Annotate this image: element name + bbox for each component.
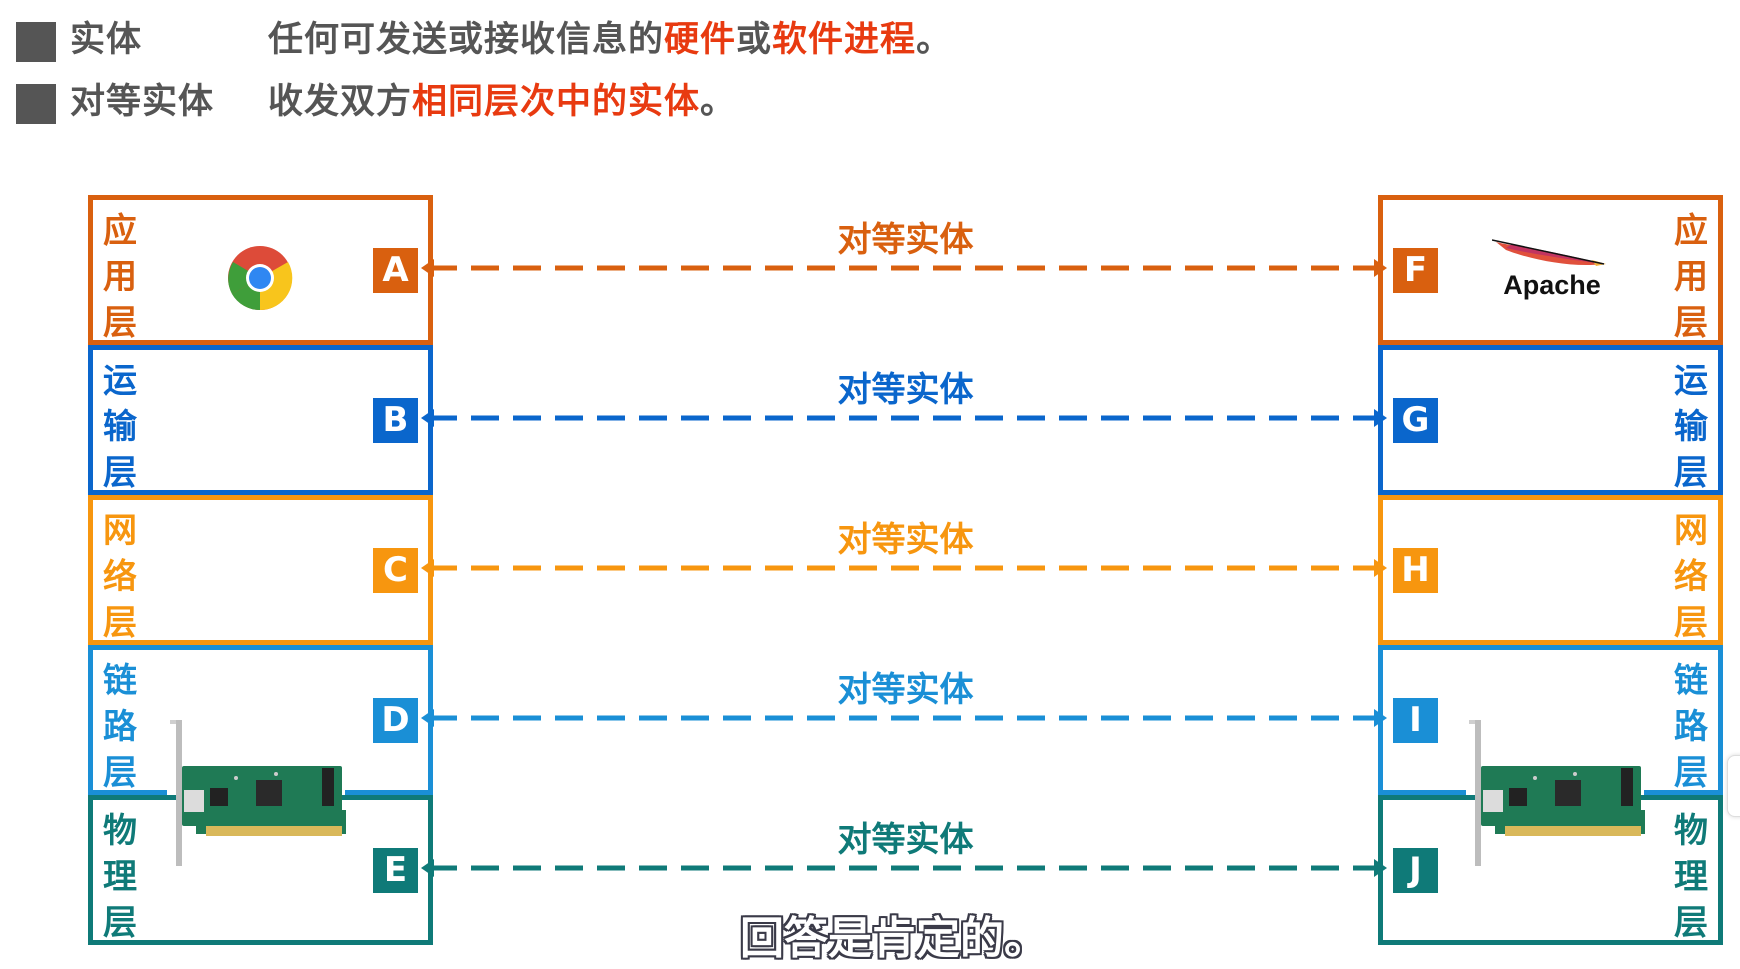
layer-name-char: 层	[1674, 753, 1708, 793]
layer-name: 链路层	[103, 658, 137, 796]
layer-network-right: 网络层 H	[1378, 495, 1723, 645]
definition-text-part: 或	[736, 20, 773, 60]
side-panel-handle[interactable]	[1727, 755, 1740, 817]
layer-name-char: 网	[103, 511, 137, 551]
chrome-browser-icon	[228, 246, 293, 311]
layer-name-char: 层	[1674, 903, 1708, 943]
double-arrow-icon	[421, 259, 1387, 277]
peer-entity-label-transport: 对等实体	[837, 370, 974, 410]
definition-highlight: 软件进程	[772, 20, 917, 60]
layer-name-char: 输	[103, 407, 137, 447]
layer-name-char: 路	[1674, 707, 1708, 747]
video-subtitle: 回答是肯定的。	[740, 913, 1048, 964]
layer-name-char: 用	[103, 257, 137, 297]
entity-badge-a: A	[373, 248, 418, 293]
definition-text: 收发双方相同层次中的实体。	[268, 82, 736, 122]
apache-feather-icon	[1491, 239, 1606, 266]
layer-name-char: 层	[1674, 453, 1708, 493]
layer-transport-right: 运输层 G	[1378, 345, 1723, 495]
entity-badge-b: B	[373, 398, 418, 443]
layer-name-char: 理	[1674, 857, 1708, 897]
layer-name-char: 层	[103, 903, 137, 943]
layer-name: 物理层	[103, 808, 137, 946]
layer-name-char: 络	[1674, 557, 1708, 597]
definition-text-part: 收发双方	[268, 82, 413, 122]
entity-badge-c: C	[373, 548, 418, 593]
definition-text-part: 任何可发送或接收信息的	[268, 20, 665, 60]
peer-entity-label-physical: 对等实体	[837, 820, 974, 860]
layer-name-char: 运	[1674, 361, 1708, 401]
entity-badge-g: G	[1393, 398, 1438, 443]
double-arrow-icon	[421, 559, 1387, 577]
layer-name-char: 链	[103, 661, 137, 701]
network-interface-card-icon	[170, 720, 346, 866]
layer-name: 应用层	[1674, 208, 1708, 346]
definition-term: 对等实体	[70, 82, 215, 122]
left-host-layer-stack: 应用层 A 运输层 B 网络层 C 链路层 D 物理层 E	[88, 195, 433, 945]
layer-name-char: 物	[103, 811, 137, 851]
layer-name: 应用层	[103, 208, 137, 346]
peer-arrow-link	[421, 709, 1387, 727]
peer-arrow-transport	[421, 409, 1387, 427]
entity-badge-i: I	[1393, 698, 1438, 743]
double-arrow-icon	[421, 859, 1387, 877]
layer-network-left: 网络层 C	[88, 495, 433, 645]
layer-name-char: 层	[1674, 303, 1708, 343]
definition-text-part: 。	[700, 82, 737, 122]
entity-badge-e: E	[373, 848, 418, 893]
layer-transport-left: 运输层 B	[88, 345, 433, 495]
layer-name: 网络层	[1674, 508, 1708, 646]
definition-highlight: 相同层次中的实体	[412, 82, 701, 122]
layer-name-char: 网	[1674, 511, 1708, 551]
entity-badge-j: J	[1393, 848, 1438, 893]
square-bullet-icon	[16, 84, 56, 124]
peer-arrow-network	[421, 559, 1387, 577]
layer-name-char: 层	[103, 303, 137, 343]
layer-name-char: 应	[103, 211, 137, 251]
layer-name-char: 层	[103, 753, 137, 793]
peer-entity-label-network: 对等实体	[837, 520, 974, 560]
apache-label: Apache	[1503, 270, 1601, 300]
layer-name: 网络层	[103, 508, 137, 646]
layer-name-char: 路	[103, 707, 137, 747]
double-arrow-icon	[421, 709, 1387, 727]
network-interface-card-icon	[1469, 720, 1645, 866]
peer-entity-label-link: 对等实体	[837, 670, 974, 710]
layer-name-char: 物	[1674, 811, 1708, 851]
layer-name-char: 理	[103, 857, 137, 897]
layer-name-char: 层	[103, 453, 137, 493]
layer-name-char: 层	[1674, 603, 1708, 643]
apache-logo: Apache	[1491, 238, 1612, 308]
layer-name-char: 用	[1674, 257, 1708, 297]
layer-name-char: 络	[103, 557, 137, 597]
peer-arrow-physical	[421, 859, 1387, 877]
definition-text-part: 。	[916, 20, 953, 60]
layer-name-char: 链	[1674, 661, 1708, 701]
layer-name: 链路层	[1674, 658, 1708, 796]
square-bullet-icon	[16, 22, 56, 62]
entity-badge-h: H	[1393, 548, 1438, 593]
layer-name-char: 层	[103, 603, 137, 643]
layer-name-char: 应	[1674, 211, 1708, 251]
layer-name-char: 输	[1674, 407, 1708, 447]
entity-badge-d: D	[373, 698, 418, 743]
layer-application-right: 应用层 F	[1378, 195, 1723, 345]
definition-term: 实体	[70, 20, 143, 60]
layer-name-char: 运	[103, 361, 137, 401]
definition-text: 任何可发送或接收信息的硬件或软件进程。	[268, 20, 952, 60]
layer-name: 运输层	[103, 358, 137, 496]
peer-arrow-application	[421, 259, 1387, 277]
layer-name: 物理层	[1674, 808, 1708, 946]
peer-entity-label-application: 对等实体	[837, 220, 974, 260]
double-arrow-icon	[421, 409, 1387, 427]
definition-highlight: 硬件	[664, 20, 737, 60]
layer-name: 运输层	[1674, 358, 1708, 496]
entity-badge-f: F	[1393, 248, 1438, 293]
